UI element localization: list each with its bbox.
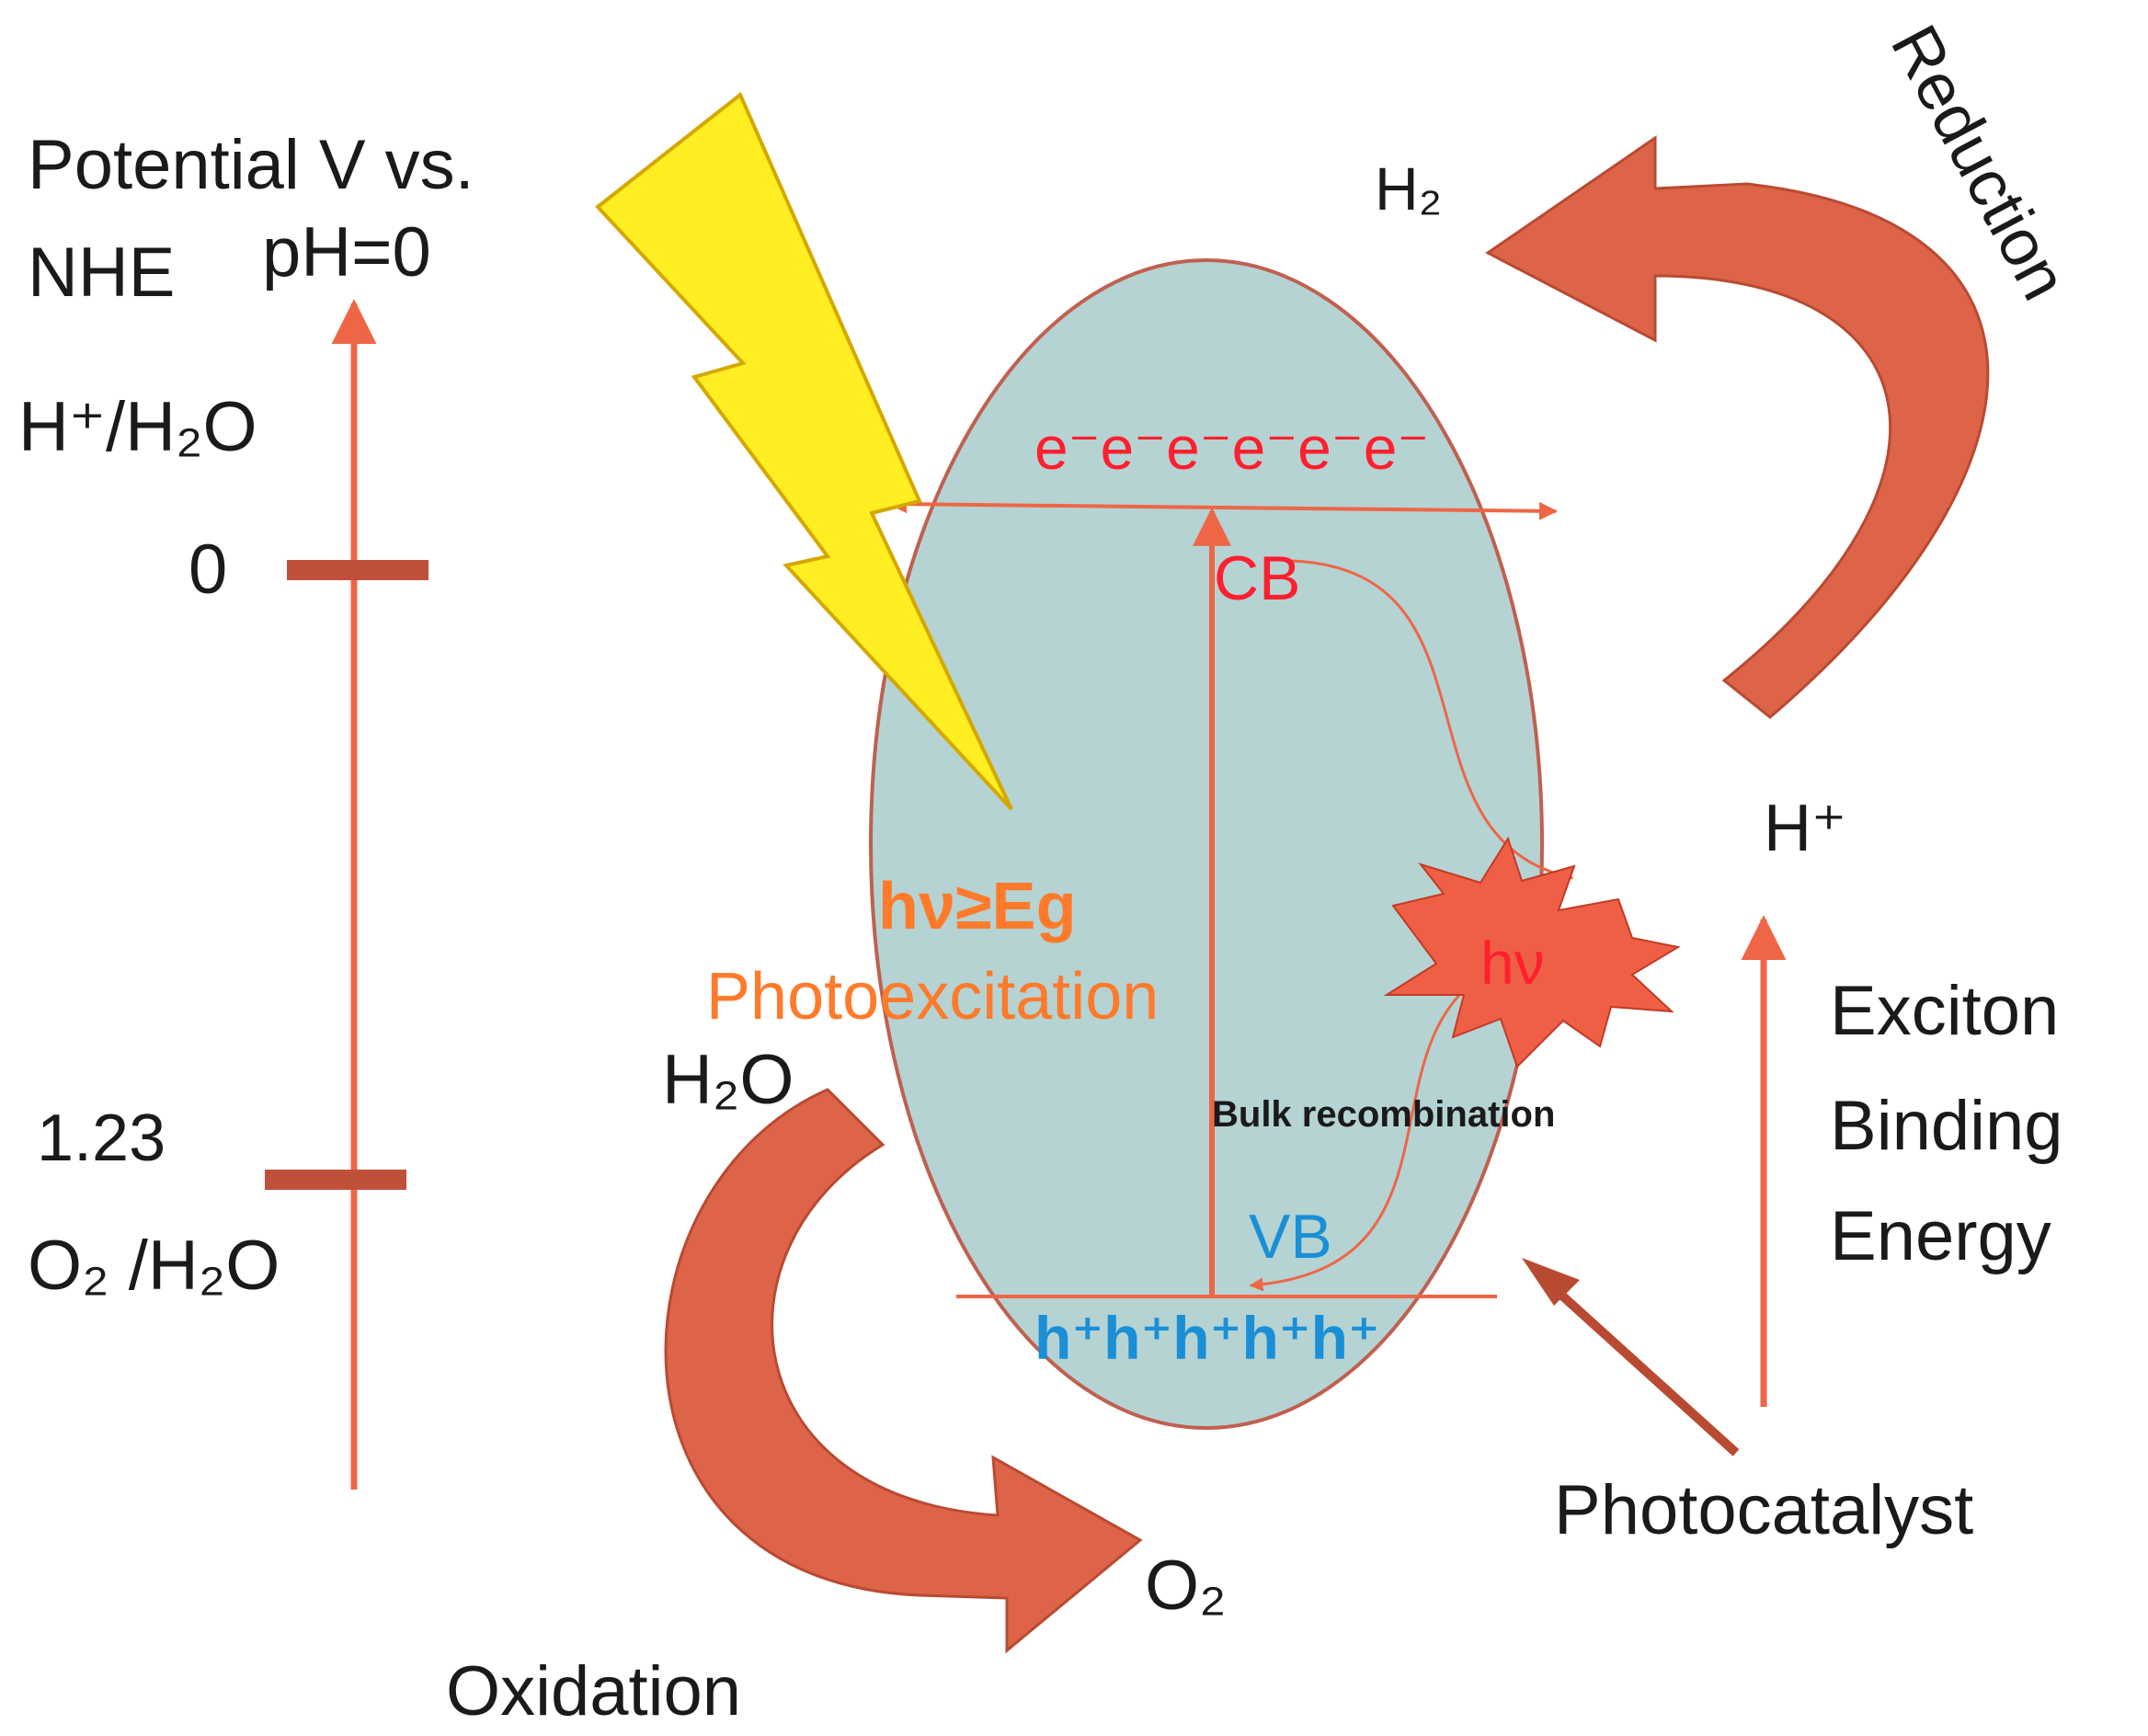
exciton-label-line3: Energy [1830,1197,2051,1275]
photoexcitation-label: Photoexcitation [706,960,1159,1034]
oxygen-product-label: O₂ [1145,1547,1227,1625]
electrons-label: e⁻e⁻e⁻e⁻e⁻e⁻ [1034,414,1429,482]
oxidation-label: Oxidation [446,1652,741,1730]
reduction-curved-arrow [1485,135,1990,719]
proton-reactant-label: H⁺ [1764,792,1846,865]
valence-band-label: VB [1249,1202,1332,1272]
potential-axis [265,299,428,1490]
particle-labels: e⁻e⁻e⁻e⁻e⁻e⁻ CB hν≥Eg Photoexcitation hν… [706,414,1555,1372]
axis-title-line1: Potential V vs. [28,126,474,204]
axis-labels: Potential V vs. NHE pH=0 H⁺/H₂O 0 1.23 O… [18,126,474,1305]
oxidation-potential-tick [265,1170,406,1190]
oxidation-potential-label: 1.23 [37,1102,166,1175]
axis-title-reference: NHE [28,234,175,312]
oxidation-curved-arrow [664,1088,1143,1654]
photocatalyst-pointer-line [1541,1276,1740,1456]
exciton-label-line1: Exciton [1830,972,2059,1050]
exciton-binding-labels: Exciton Binding Energy [1830,972,2063,1275]
bulk-recombination-label: Bulk recombination [1212,1094,1555,1135]
hydrogen-couple-label: H⁺/H₂O [18,388,257,466]
axis-title-ph: pH=0 [262,213,431,291]
conduction-band-label: CB [1214,543,1300,613]
zero-potential-tick [287,560,428,580]
lightning-bolt-icon [595,91,1013,811]
emission-burst-icon [1383,836,1681,1068]
emission-label: hν [1480,929,1545,997]
exciton-label-line2: Binding [1830,1087,2063,1165]
hydrogen-product-label: H₂ [1375,154,1442,223]
excitation-condition-label: hν≥Eg [878,870,1077,943]
emission-to-vb-curve [1249,982,1472,1292]
holes-label: h⁺h⁺h⁺h⁺h⁺ [1034,1304,1380,1372]
zero-potential-label: 0 [189,531,227,609]
photocatalyst-pointer-head [1522,1258,1580,1306]
water-reactant-label: H₂O [662,1041,794,1119]
photocatalyst-label: Photocatalyst [1554,1471,1973,1549]
photocatalyst-particle [869,258,1544,1430]
oxygen-couple-label: O₂ /H₂O [28,1227,280,1305]
